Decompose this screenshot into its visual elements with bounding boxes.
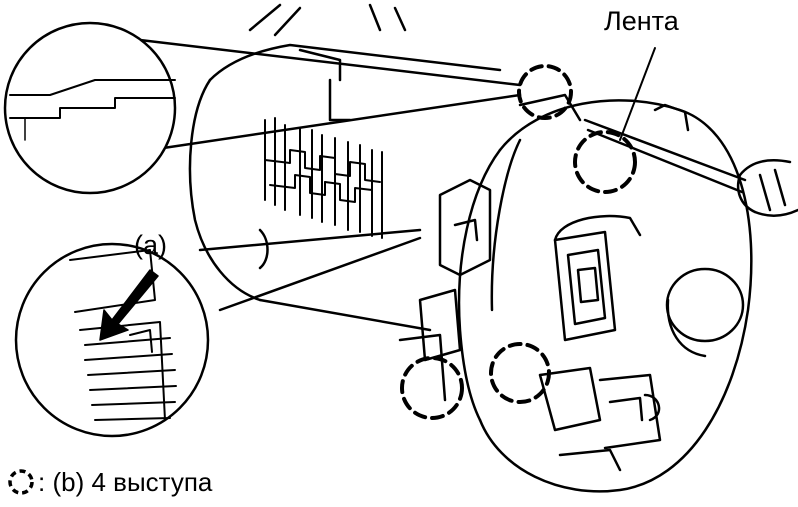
- contact-slots: [264, 117, 383, 239]
- legend-text: : (b) 4 выступа: [38, 466, 213, 497]
- callout-lines: [138, 38, 522, 312]
- face-plate: [398, 93, 753, 493]
- legend: : (b) 4 выступа: [6, 464, 212, 500]
- protrusion-marker-right: [573, 130, 637, 194]
- protrusion-marker-lower-left: [400, 356, 464, 420]
- protrusion-marker-top: [517, 64, 573, 120]
- dashed-circle-icon: [8, 469, 34, 495]
- protrusion-marker-lower-mid: [489, 342, 551, 404]
- callout-circle-lower: [14, 242, 210, 438]
- tape-leader-line: [619, 47, 656, 141]
- protrusion-markers: [400, 64, 637, 420]
- callout-a-label: (a): [134, 230, 167, 260]
- tape-label: Лента: [604, 6, 679, 36]
- cylinder-housing: [188, 3, 502, 332]
- callout-circle-upper: [3, 21, 177, 195]
- screwdriver: [583, 118, 798, 217]
- arrow-icon: [99, 269, 159, 341]
